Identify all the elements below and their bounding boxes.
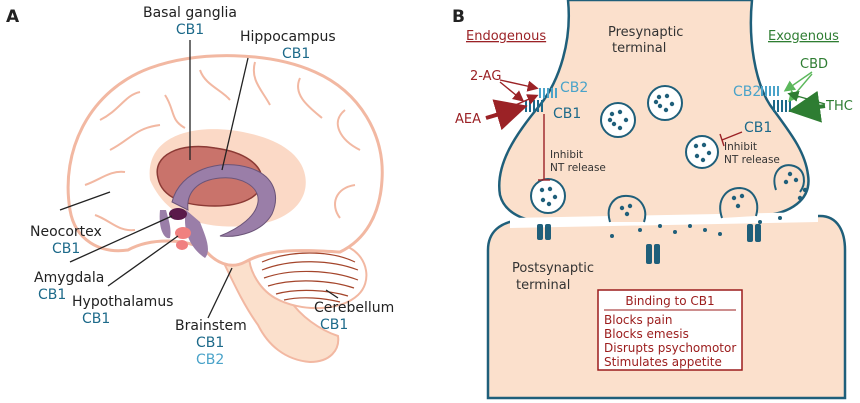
right-cb1-receptor <box>773 100 791 112</box>
left-cb1-label: CB1 <box>553 106 581 122</box>
hypothalamus-shape <box>175 227 191 239</box>
left-cb2-receptor <box>539 88 557 98</box>
ligand-aea-label: AEA <box>455 112 481 127</box>
binding-box: Binding to CB1 Blocks pain Blocks emesis… <box>597 289 743 371</box>
exogenous-arrows <box>783 71 826 123</box>
vesicle <box>600 102 636 138</box>
label-brainstem-cb1: CB1 <box>196 335 224 351</box>
amygdala-shape <box>169 208 187 220</box>
vesicle <box>647 85 683 121</box>
postsynaptic-label-1: Postsynaptic <box>512 261 594 276</box>
left-cb2-label: CB2 <box>560 80 588 96</box>
panel-a: A <box>6 5 394 368</box>
pituitary-shape <box>176 240 188 250</box>
ventricle-shape <box>159 210 171 239</box>
neurotransmitter-dots <box>539 93 808 238</box>
right-inhibit-1: Inhibit <box>724 141 757 153</box>
label-hippocampus: Hippocampus <box>240 29 336 45</box>
binding-box-item: Blocks emesis <box>604 327 689 341</box>
postsynaptic-receptors <box>537 224 761 264</box>
label-amygdala: Amygdala <box>34 270 104 286</box>
label-hippocampus-cb1: CB1 <box>282 46 310 62</box>
presynaptic-label-1: Presynaptic <box>608 25 683 40</box>
label-cerebellum-cb1: CB1 <box>320 317 348 333</box>
binding-box-title: Binding to CB1 <box>625 294 714 308</box>
left-inhibit-1: Inhibit <box>550 149 583 161</box>
exogenous-label: Exogenous <box>768 29 839 44</box>
vesicle <box>685 135 719 169</box>
endogenous-arrows <box>485 79 539 131</box>
fusing-vesicles <box>607 164 805 223</box>
right-cb1-label: CB1 <box>744 120 772 136</box>
right-cb2-label: CB2 <box>733 84 761 100</box>
panel-b-letter: B <box>452 7 465 27</box>
ligand-2ag-label: 2-AG <box>470 69 501 84</box>
fornix-shape <box>184 210 208 258</box>
label-brainstem: Brainstem <box>175 318 247 334</box>
inhibit-right <box>719 131 743 147</box>
right-inhibit-2: NT release <box>724 154 780 166</box>
label-basal-ganglia: Basal ganglia <box>143 5 237 21</box>
binding-box-item: Disrupts psychomotor <box>604 341 736 355</box>
ligand-thc-label: THC <box>825 99 853 114</box>
label-brainstem-cb2: CB2 <box>196 352 224 368</box>
endogenous-label: Endogenous <box>466 29 546 44</box>
label-hypothalamus-cb1: CB1 <box>82 311 110 327</box>
hippocampus-shape <box>171 164 276 237</box>
label-neocortex-cb1: CB1 <box>52 241 80 257</box>
ligand-cbd-label: CBD <box>800 57 828 72</box>
receptor <box>747 224 761 242</box>
leader-lines <box>59 40 339 319</box>
left-inhibit-2: NT release <box>550 162 606 174</box>
panel-a-letter: A <box>6 7 20 27</box>
right-cb2-receptor <box>761 86 779 96</box>
inhibit-left <box>538 114 550 181</box>
presynaptic-label-2: terminal <box>612 41 666 56</box>
postsynaptic-label-2: terminal <box>516 278 570 293</box>
vesicle <box>530 178 566 214</box>
receptor <box>646 244 660 264</box>
label-cerebellum: Cerebellum <box>314 300 394 316</box>
label-amygdala-cb1: CB1 <box>38 287 66 303</box>
cerebellum-folds <box>261 252 359 303</box>
panel-b: B <box>452 0 853 400</box>
label-neocortex: Neocortex <box>30 224 102 240</box>
label-basal-ganglia-cb1: CB1 <box>176 22 204 38</box>
receptor <box>537 224 551 240</box>
label-hypothalamus: Hypothalamus <box>72 294 173 310</box>
vesicles <box>530 85 719 214</box>
cortex-gyri <box>84 61 361 232</box>
binding-box-item: Stimulates appetite <box>604 355 722 369</box>
binding-box-item: Blocks pain <box>604 313 672 327</box>
